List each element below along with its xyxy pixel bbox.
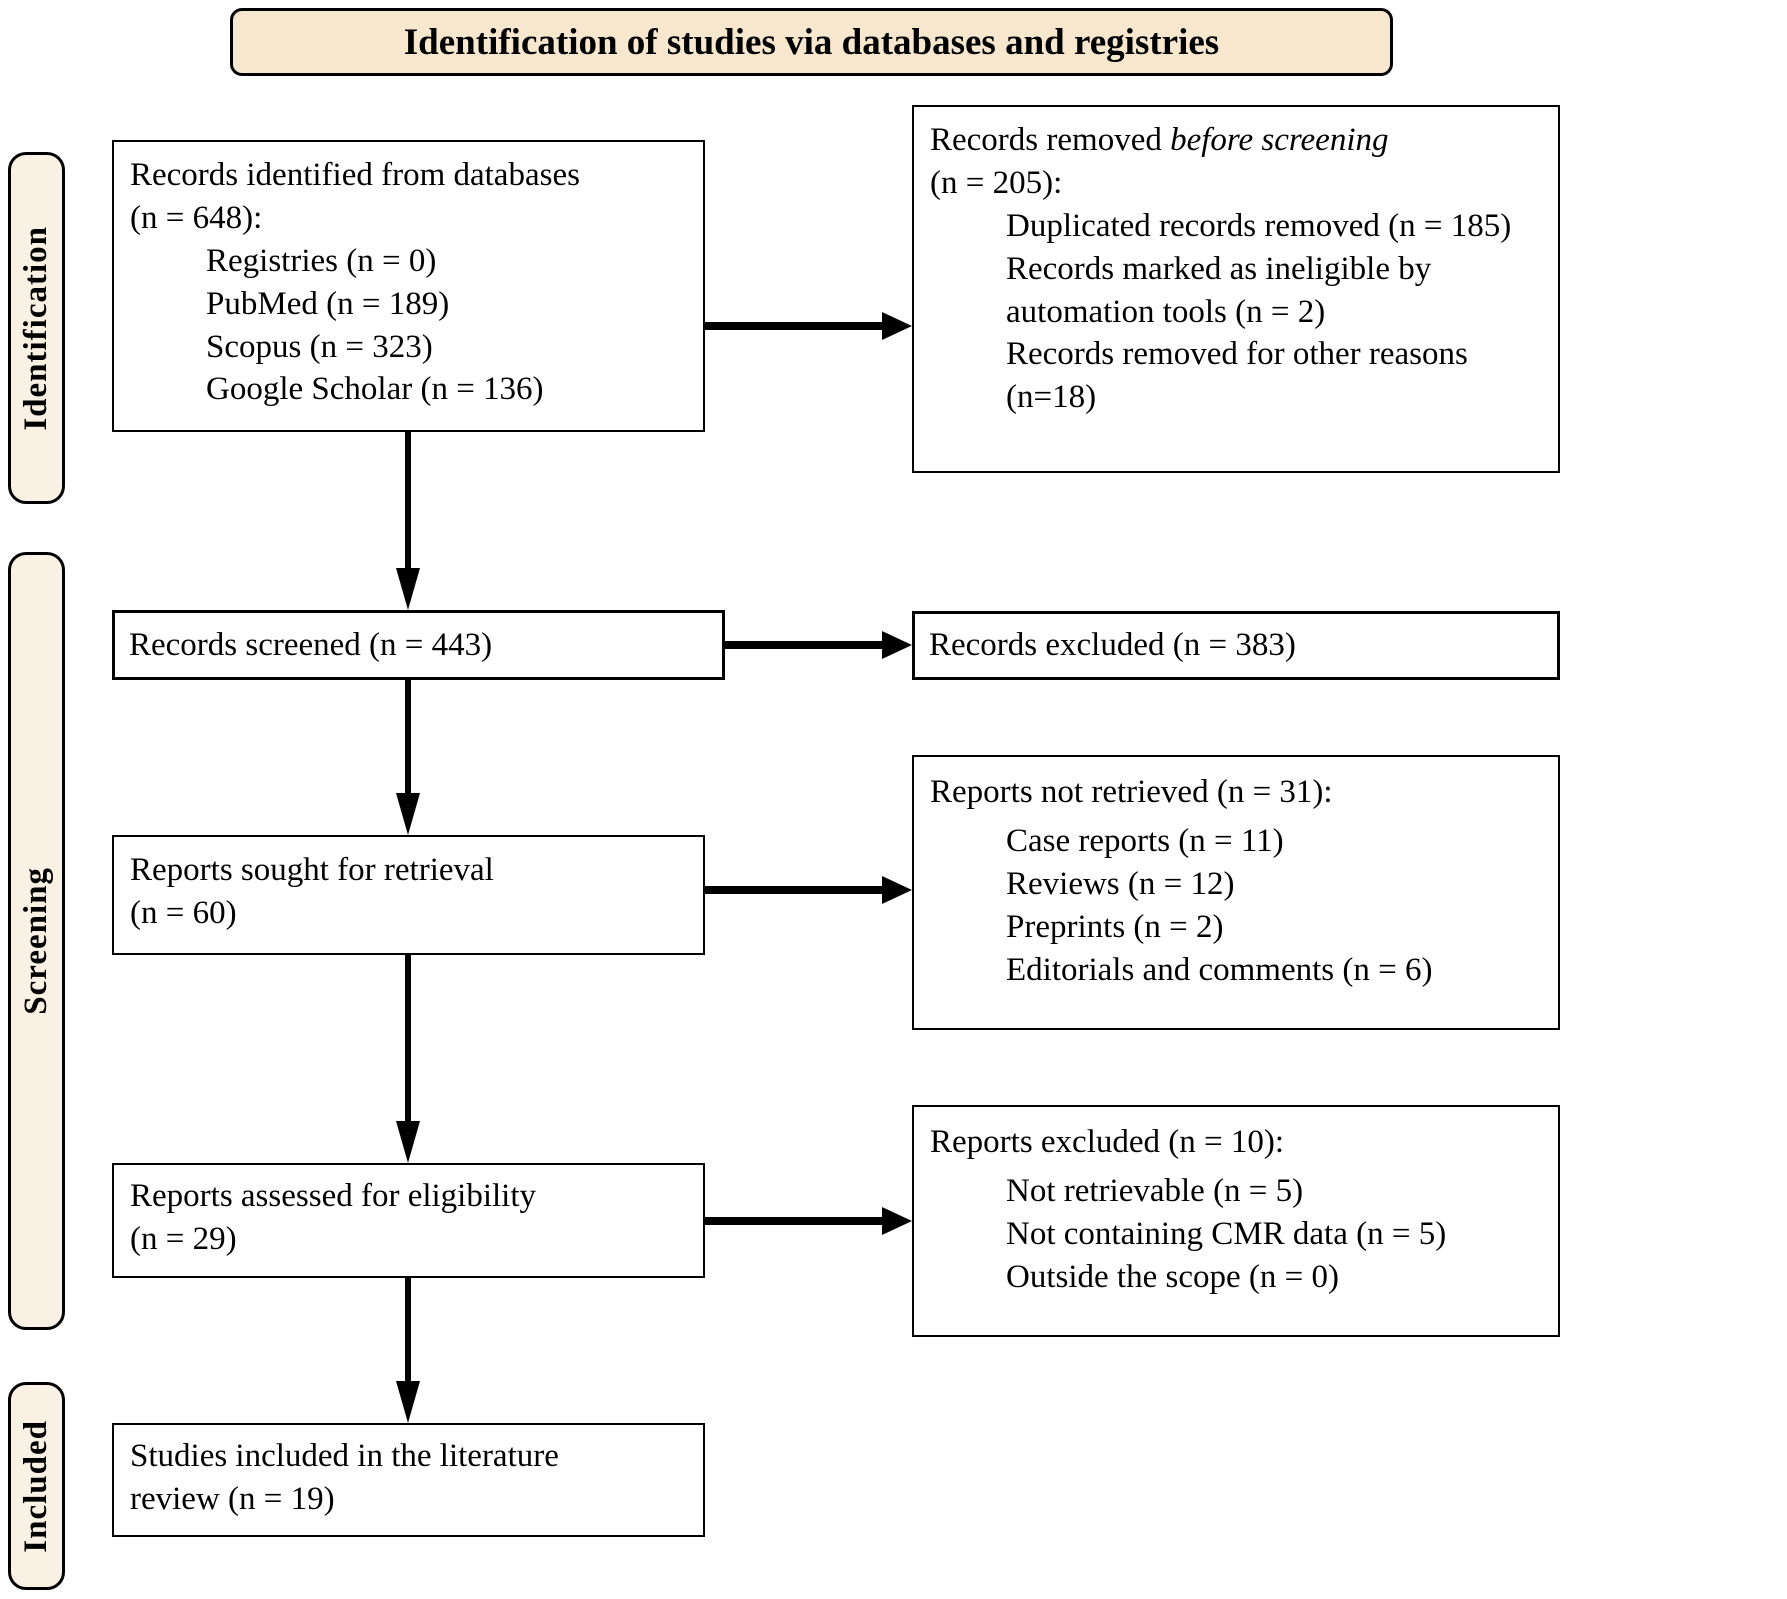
list-item: Preprints (n = 2) (1006, 908, 1224, 945)
box-label: Records screened (n = 443) (129, 626, 493, 663)
arrow-shaft (405, 680, 411, 795)
box-records-identified: Records identified from databases (n = 64… (112, 140, 705, 432)
list-item: Google Scholar (n = 136) (206, 371, 544, 408)
list-item: (n = 648): (130, 199, 263, 236)
heading-regular-text: Records removed (930, 122, 1171, 158)
heading-italic-text: before screening (1170, 122, 1389, 158)
arrowhead-icon (396, 1121, 420, 1163)
box-heading: Records identified from databases (n = 64… (130, 154, 687, 240)
arrowhead-icon (882, 876, 912, 904)
arrow-shaft (705, 886, 882, 894)
arrowhead-icon (882, 1207, 912, 1235)
phase-label-identification: Identification (18, 225, 54, 431)
list-item: Records marked as ineligible by automati… (1006, 250, 1432, 330)
box-items: Case reports (n = 11) Reviews (n = 12) Pre… (930, 820, 1542, 992)
box-heading: Reports assessed for eligibility (n = 29) (130, 1175, 687, 1261)
box-studies-included: Studies included in the literature review… (112, 1423, 705, 1537)
box-heading-line: (n = 205): (930, 164, 1063, 201)
list-item: Studies included in the literature (130, 1438, 559, 1474)
list-item: Reports assessed for eligibility (130, 1178, 537, 1214)
box-label: Records excluded (n = 383) (929, 627, 1296, 664)
box-heading: Reports sought for retrieval (n = 60) (130, 849, 687, 935)
list-item: Duplicated records removed (n = 185) (1006, 207, 1512, 244)
arrowhead-icon (396, 568, 420, 610)
list-item: Outside the scope (n = 0) (1006, 1258, 1339, 1295)
list-item: Scopus (n = 323) (206, 328, 433, 365)
box-heading-line: Records removed before screening (930, 119, 1542, 162)
arrowhead-icon (882, 312, 912, 340)
box-heading: Studies included in the literature review… (130, 1435, 687, 1521)
list-item: review (n = 19) (130, 1480, 335, 1517)
list-item: Not retrievable (n = 5) (1006, 1172, 1304, 1209)
box-records-removed: Records removed before screening (n = 20… (912, 105, 1560, 473)
box-heading: Reports excluded (n = 10): (930, 1124, 1285, 1160)
list-item: Records identified from databases (130, 157, 580, 193)
list-item: Editorials and comments (n = 6) (1006, 951, 1433, 988)
arrow-shaft (405, 1278, 411, 1383)
box-items: Duplicated records removed (n = 185) Reco… (930, 205, 1542, 419)
box-items: Registries (n = 0) PubMed (n = 189) Scopus… (130, 240, 687, 412)
phase-label-screening: Screening (18, 867, 54, 1015)
phase-label-included: Included (18, 1419, 54, 1553)
box-heading: Reports not retrieved (n = 31): (930, 774, 1333, 810)
diagram-title: Identification of studies via databases … (403, 21, 1220, 63)
box-reports-not-retrieved: Reports not retrieved (n = 31): Case rep… (912, 755, 1560, 1030)
list-item: Case reports (n = 11) (1006, 822, 1284, 859)
list-item: Registries (n = 0) (206, 242, 437, 279)
arrow-shaft (405, 955, 411, 1123)
phase-band-included: Included (8, 1382, 65, 1590)
list-item: Reports sought for retrieval (130, 852, 494, 888)
list-item: (n = 29) (130, 1220, 237, 1257)
title-banner: Identification of studies via databases … (230, 8, 1393, 76)
arrow-shaft (705, 1217, 882, 1225)
box-items: Not retrievable (n = 5) Not containing CM… (930, 1170, 1542, 1299)
arrow-shaft (405, 432, 411, 572)
list-item: (n = 60) (130, 894, 237, 931)
box-reports-assessed: Reports assessed for eligibility (n = 29) (112, 1163, 705, 1278)
list-item: Not containing CMR data (n = 5) (1006, 1215, 1447, 1252)
list-item: Records removed for other reasons (n=18) (1006, 336, 1468, 416)
box-reports-sought: Reports sought for retrieval (n = 60) (112, 835, 705, 955)
phase-band-identification: Identification (8, 152, 65, 504)
arrow-shaft (705, 322, 882, 330)
phase-band-screening: Screening (8, 552, 65, 1330)
box-records-excluded: Records excluded (n = 383) (912, 611, 1560, 680)
box-reports-excluded: Reports excluded (n = 10): Not retrievab… (912, 1105, 1560, 1337)
arrow-shaft (725, 641, 882, 649)
box-records-screened: Records screened (n = 443) (112, 610, 725, 680)
arrowhead-icon (396, 1381, 420, 1423)
arrowhead-icon (396, 793, 420, 835)
arrowhead-icon (882, 631, 912, 659)
list-item: PubMed (n = 189) (206, 285, 450, 322)
list-item: Reviews (n = 12) (1006, 865, 1235, 902)
